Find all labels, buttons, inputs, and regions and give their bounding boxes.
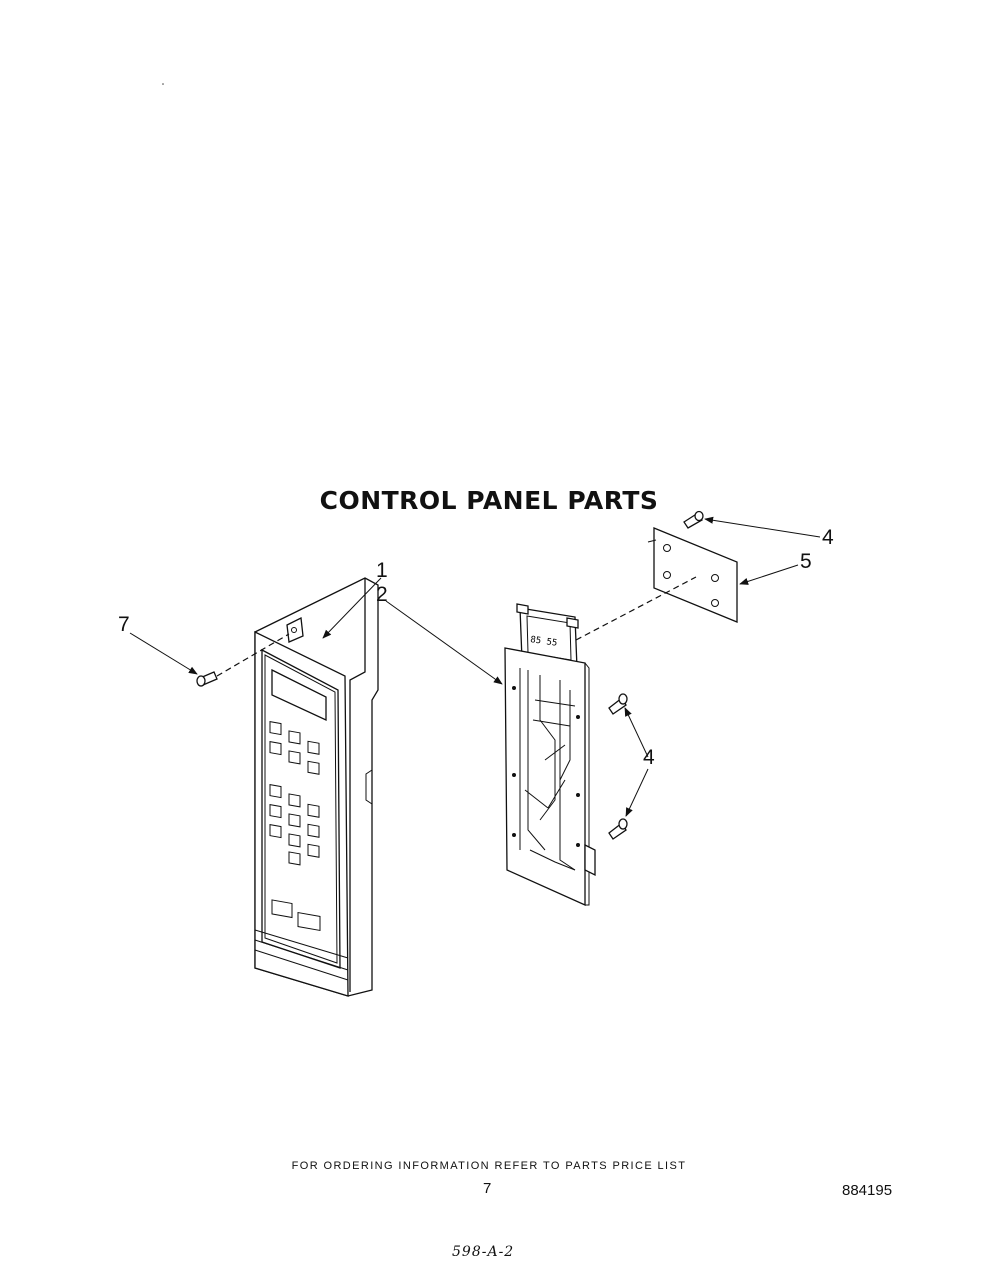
ordering-note: FOR ORDERING INFORMATION REFER TO PARTS … [291, 1160, 687, 1172]
page-number: 7 [483, 1180, 492, 1197]
screw-4-top [683, 510, 704, 529]
callout-4-top: 4 [822, 526, 834, 549]
callout-1: 1 [376, 559, 388, 582]
callout-5: 5 [800, 550, 812, 573]
bracket-plate [647, 527, 738, 623]
control-panel-housing [254, 577, 379, 997]
screw-4-upper-right [608, 693, 628, 715]
leader-lines [129, 516, 821, 817]
callout-4-right: 4 [643, 746, 655, 769]
callout-2: 2 [376, 583, 388, 606]
screw-7-dashed-line [216, 633, 290, 677]
board-display-digits: 85 55 [530, 635, 558, 649]
screw-7 [196, 671, 218, 687]
document-number: 884195 [842, 1182, 893, 1199]
diagram-title: CONTROL PANEL PARTS [319, 486, 659, 515]
callout-7: 7 [118, 613, 130, 636]
handwritten-code: 598-A-2 [452, 1244, 515, 1260]
plate-dashed-line [575, 576, 697, 641]
screw-4-lower-right [608, 818, 628, 840]
circuit-board: 85 55 [504, 603, 596, 907]
